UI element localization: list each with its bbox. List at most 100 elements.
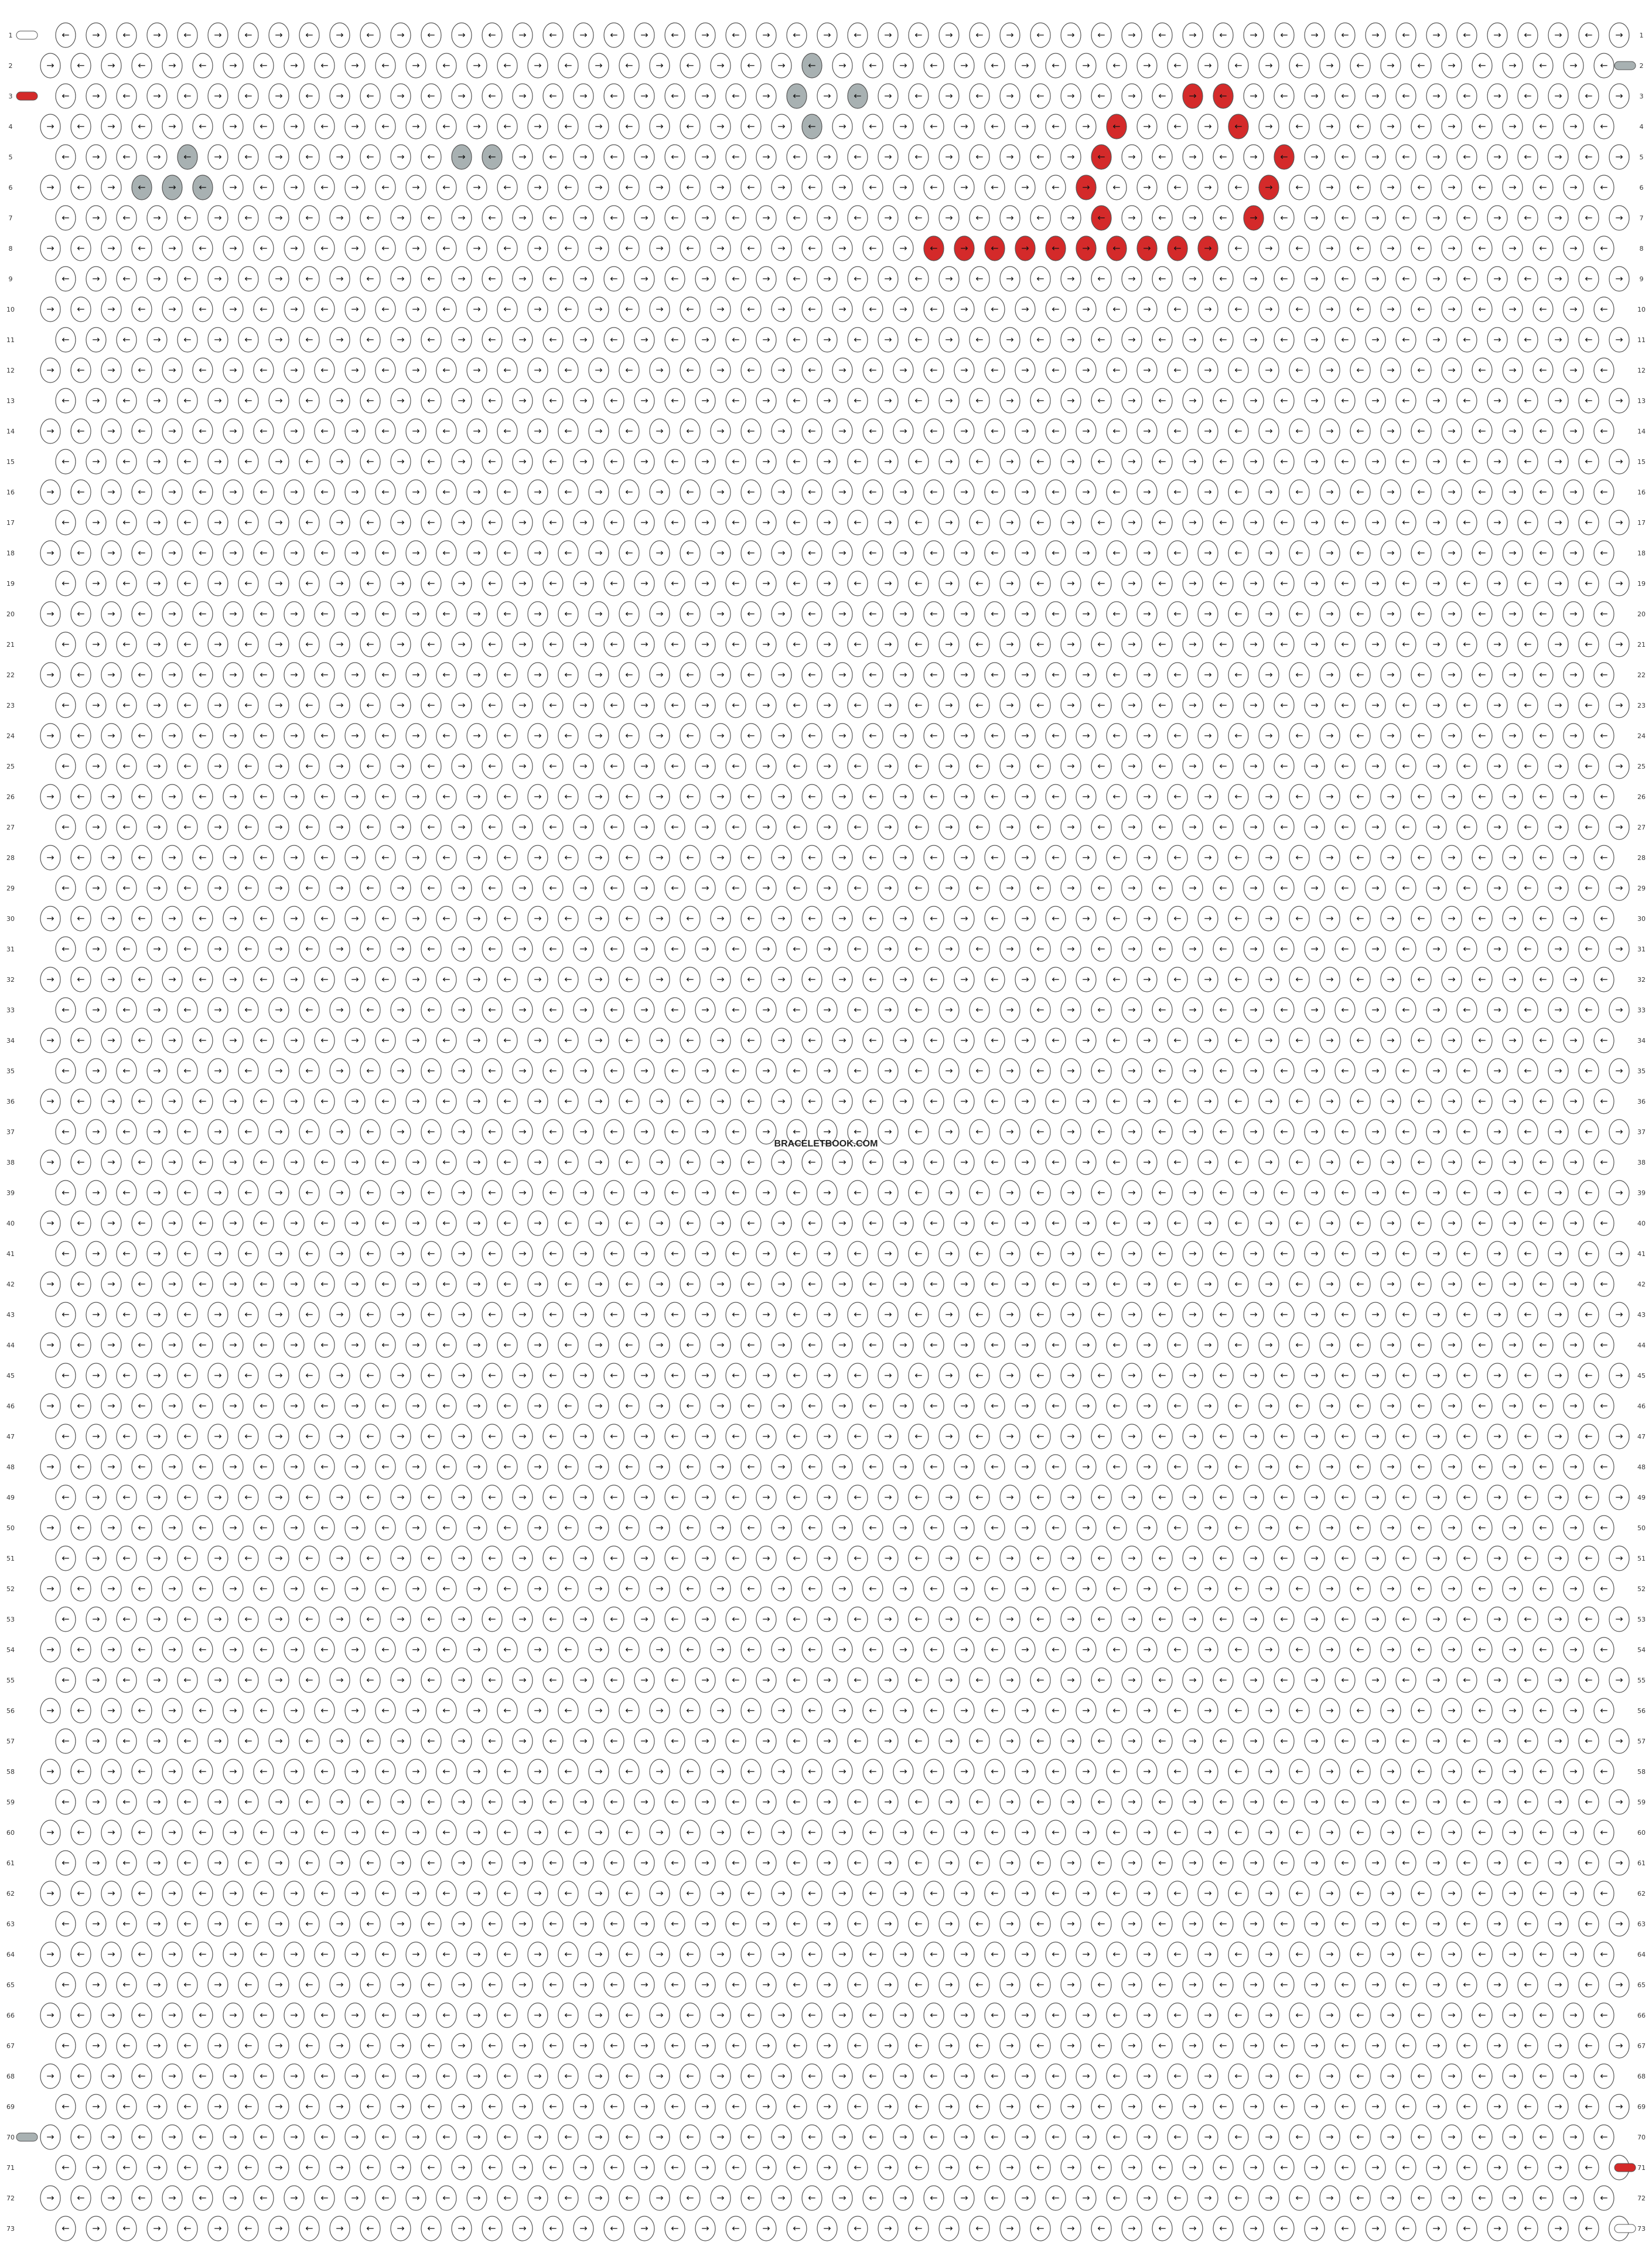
arrow-left-icon: ← [808, 669, 815, 680]
knot: ← [1167, 53, 1188, 79]
arrow-right-icon: → [1204, 243, 1211, 254]
arrow-left-icon: ← [1280, 1004, 1288, 1015]
knot: → [1304, 1363, 1325, 1388]
arrow-left-icon: ← [1356, 913, 1364, 924]
arrow-right-icon: → [46, 913, 54, 924]
arrow-right-icon: → [458, 1065, 465, 1076]
knot: → [268, 144, 289, 170]
knot: → [1365, 22, 1386, 48]
arrow-left-icon: ← [122, 90, 130, 101]
arrow-right-icon: → [1128, 1004, 1135, 1015]
knot: → [1441, 784, 1462, 810]
knot: ← [436, 236, 457, 261]
arrow-right-icon: → [1508, 852, 1516, 863]
arrow-left-icon: ← [1356, 243, 1364, 254]
arrow-right-icon: → [397, 882, 404, 893]
knot: ← [603, 997, 624, 1023]
arrow-right-icon: → [46, 730, 54, 741]
arrow-left-icon: ← [1463, 273, 1470, 284]
knot: ← [131, 540, 152, 566]
knot: → [512, 1424, 533, 1449]
arrow-right-icon: → [899, 913, 907, 924]
arrow-right-icon: → [1387, 182, 1394, 193]
knot: → [649, 1332, 670, 1358]
knot: ← [1593, 1210, 1615, 1236]
arrow-left-icon: ← [1158, 578, 1166, 589]
arrow-right-icon: → [1006, 1065, 1013, 1076]
knot: → [1487, 205, 1508, 231]
arrow-left-icon: ← [930, 60, 937, 71]
arrow-left-icon: ← [1463, 639, 1470, 650]
knot: ← [1289, 236, 1310, 261]
arrow-right-icon: → [1265, 791, 1272, 802]
arrow-left-icon: ← [732, 578, 739, 589]
arrow-right-icon: → [46, 791, 54, 802]
arrow-left-icon: ← [625, 182, 633, 193]
knot: → [329, 1180, 350, 1206]
arrow-right-icon: → [1615, 1004, 1623, 1015]
knot: ← [558, 1210, 579, 1236]
knot: ← [1578, 632, 1599, 657]
knot: → [1258, 479, 1279, 505]
knot: ← [1532, 540, 1554, 566]
arrow-right-icon: → [290, 791, 298, 802]
knot: ← [1517, 388, 1538, 414]
knot: ← [116, 22, 137, 48]
knot: → [1380, 906, 1401, 931]
knot: ← [1213, 1119, 1234, 1145]
arrow-right-icon: → [823, 639, 831, 650]
knot: → [1548, 1119, 1569, 1145]
arrow-right-icon: → [777, 1461, 785, 1472]
knot: ← [360, 571, 381, 596]
arrow-right-icon: → [838, 1096, 846, 1107]
knot: ← [314, 1271, 335, 1297]
knot: ← [192, 784, 213, 810]
knot: ← [299, 632, 320, 657]
knot: → [878, 449, 899, 475]
knot: → [1243, 1424, 1264, 1449]
knot: ← [421, 936, 442, 962]
knot: → [223, 236, 244, 261]
arrow-right-icon: → [1554, 456, 1562, 467]
knot: ← [497, 906, 518, 931]
knot: ← [862, 906, 883, 931]
knot: ← [1517, 1424, 1538, 1449]
arrow-left-icon: ← [1524, 90, 1531, 101]
knot: ← [862, 357, 883, 383]
arrow-right-icon: → [716, 852, 724, 863]
knot: → [207, 875, 228, 901]
arrow-left-icon: ← [869, 974, 876, 985]
arrow-right-icon: → [884, 639, 892, 650]
knot: → [1182, 144, 1203, 170]
arrow-left-icon: ← [808, 974, 815, 985]
knot: ← [1517, 205, 1538, 231]
knot: → [405, 662, 426, 688]
arrow-right-icon: → [716, 121, 724, 132]
arrow-right-icon: → [290, 1156, 298, 1168]
arrow-right-icon: → [579, 699, 587, 711]
knot: → [405, 175, 426, 200]
arrow-right-icon: → [899, 364, 907, 376]
arrow-right-icon: → [1310, 395, 1318, 406]
knot: ← [740, 1271, 762, 1297]
arrow-left-icon: ← [77, 1156, 84, 1168]
arrow-right-icon: → [838, 608, 846, 619]
arrow-right-icon: → [1143, 1156, 1151, 1168]
knot: ← [1228, 175, 1249, 200]
knot: ← [1456, 510, 1477, 535]
knot: ← [375, 906, 396, 931]
knot: ← [908, 753, 929, 779]
arrow-right-icon: → [1371, 821, 1379, 832]
arrow-left-icon: ← [1600, 730, 1607, 741]
arrow-left-icon: ← [793, 1431, 800, 1442]
arrow-right-icon: → [640, 943, 648, 954]
arrow-right-icon: → [1432, 29, 1440, 40]
knot: → [817, 692, 838, 718]
knot: ← [680, 601, 701, 627]
arrow-right-icon: → [518, 639, 526, 650]
arrow-left-icon: ← [991, 730, 998, 741]
knot: → [390, 571, 411, 596]
knot: ← [1395, 205, 1417, 231]
knot: → [1304, 936, 1325, 962]
knot: ← [299, 936, 320, 962]
